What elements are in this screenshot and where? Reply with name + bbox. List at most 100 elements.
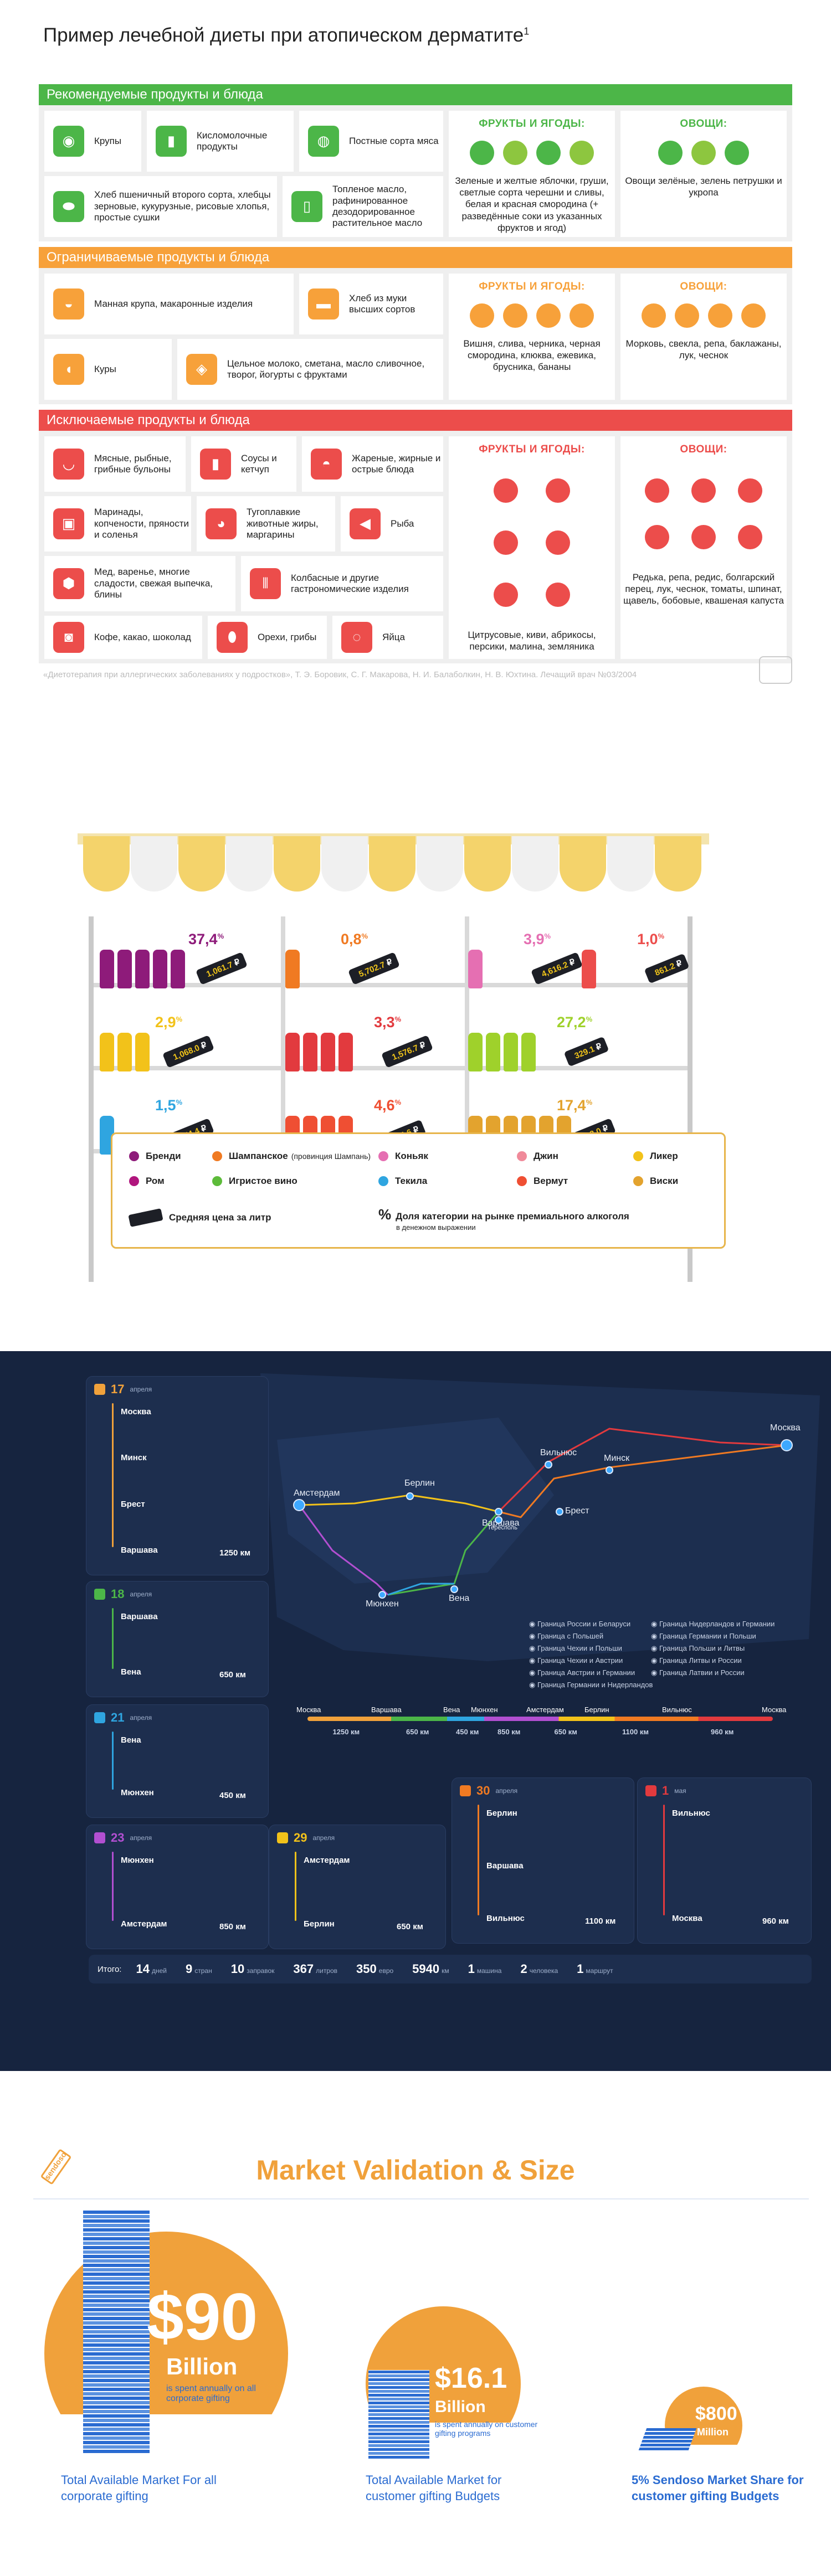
bottle-icon — [321, 1033, 335, 1071]
border-item: ◉ Граница Польши и Литвы — [651, 1644, 745, 1652]
chili-icon — [645, 524, 669, 549]
item-animal-fats: ◕Тугоплавкие животные жиры, маргарины — [197, 496, 335, 552]
loaf-icon: ▬ — [308, 288, 339, 320]
border-item: ◉ Граница России и Беларуси — [529, 1620, 631, 1628]
border-item: ◉ Граница с Польшей — [529, 1632, 604, 1640]
bottle-icon — [135, 950, 150, 988]
day-month: апреля — [130, 1714, 152, 1722]
coffee-icon: ◙ — [53, 622, 84, 653]
vegetables-excluded: ОВОЩИ: Редька, репа, редис, болгарский п… — [620, 436, 787, 659]
tam-sub: is spent annually on all corporate gifti… — [166, 2384, 256, 2403]
soup-icon: ◡ — [53, 449, 84, 480]
route-stop: Варшава — [121, 1545, 158, 1555]
tomato-icon — [645, 478, 669, 503]
radish-icon — [738, 478, 762, 503]
share-percent: 0,8% — [341, 931, 368, 947]
peach-icon — [494, 530, 518, 555]
city-label: Брест — [565, 1506, 589, 1516]
legend-item: Бренди — [129, 1151, 181, 1162]
item-pasta: ◒Манная крупа, макаронные изделия — [44, 274, 294, 334]
route-line — [112, 1732, 114, 1790]
shelf-divider — [281, 916, 285, 1149]
day-distance: 450 км — [219, 1791, 246, 1800]
city-marker — [781, 1439, 793, 1451]
day-month: апреля — [130, 1385, 152, 1393]
day-distance: 650 км — [219, 1670, 246, 1679]
item-nuts: ⬮Орехи, грибы — [208, 616, 327, 659]
bottle-icon — [117, 950, 132, 988]
parsley-icon — [691, 140, 716, 165]
legend-share: %Доля категории на рынке премиального ал… — [378, 1206, 629, 1232]
share-value: $800 — [695, 2403, 737, 2424]
legend-dot — [633, 1176, 643, 1186]
panel-recommended: ◉Крупы ▮Кисломолочные продукты ◍Постные … — [39, 105, 792, 241]
share-percent: 4,6% — [374, 1097, 402, 1114]
diet-infographic: Пример лечебной диеты при атопическом де… — [0, 0, 831, 720]
eggs-icon: ◌ — [341, 622, 372, 653]
eggplant-icon — [741, 303, 766, 328]
fruits-excluded: ФРУКТЫ И ЯГОДЫ: Цитрусовые, киви, абрико… — [449, 436, 615, 659]
route-stop: Амстердам — [121, 1919, 167, 1929]
city-marker — [293, 1499, 305, 1511]
vegetable-icons — [629, 303, 778, 328]
calendar-icon — [94, 1832, 105, 1843]
bar-distance: 1250 км — [332, 1728, 360, 1736]
day-month: апреля — [130, 1590, 152, 1598]
bottle-icon — [468, 1033, 483, 1071]
legend-item: Ликер — [633, 1151, 678, 1162]
milk-carton-icon: ▮ — [156, 126, 187, 157]
item-broths: ◡Мясные, рыбные, грибные бульоны — [44, 436, 186, 492]
shelf-board — [94, 1066, 688, 1070]
fruits-limited: ФРУКТЫ И ЯГОДЫ: Вишня, слива, черника, ч… — [449, 274, 615, 400]
day-distance: 1100 км — [585, 1916, 616, 1926]
strawberry-icon — [546, 530, 570, 555]
market-circle-share — [665, 2387, 742, 2445]
grain-jar-icon: ◉ — [53, 126, 84, 157]
calendar-icon — [94, 1712, 105, 1723]
diet-title: Пример лечебной диеты при атопическом де… — [43, 24, 530, 46]
fruit-icons — [482, 478, 582, 607]
item-eggs: ◌Яйца — [332, 616, 443, 659]
city-marker — [406, 1492, 414, 1500]
apple-icon — [470, 140, 494, 165]
route-stop: Мюнхен — [121, 1856, 154, 1865]
customer-sub: is spent annually on customer gifting pr… — [435, 2420, 538, 2438]
bottle-icon — [171, 950, 185, 988]
route-stop: Вена — [121, 1667, 141, 1677]
day-number: 29 — [294, 1831, 307, 1845]
day-distance: 1250 км — [219, 1548, 251, 1558]
route-line — [295, 1852, 296, 1921]
market-validation: sendoso Market Validation & Size $90 Bil… — [0, 2071, 831, 2576]
cucumber-icon — [725, 140, 749, 165]
route-stop: Берлин — [486, 1809, 517, 1818]
share-percent: 37,4% — [188, 931, 224, 947]
legend-item: Игристое вино — [212, 1176, 297, 1187]
item-fish: ◀Рыба — [341, 496, 443, 552]
calendar-icon — [94, 1384, 105, 1395]
legend-dot — [378, 1151, 388, 1161]
blackberry-icon — [536, 303, 561, 328]
legend-dot — [517, 1151, 527, 1161]
bottle-icon — [582, 950, 596, 988]
bar-city: Москва — [296, 1706, 321, 1714]
route-stop: Вильнюс — [486, 1914, 525, 1923]
route-stop: Вена — [121, 1735, 141, 1745]
legend-item: Вермут — [517, 1176, 568, 1187]
awning-stripe — [369, 836, 416, 892]
route-stop: Варшава — [486, 1861, 524, 1871]
city-marker — [378, 1591, 386, 1599]
awning-stripe — [131, 836, 177, 892]
garlic-icon — [691, 524, 716, 549]
pepper-icon — [691, 478, 716, 503]
tam-unit: Billion — [166, 2353, 238, 2379]
carrot-icon — [642, 303, 666, 328]
day-number: 17 — [111, 1382, 125, 1396]
